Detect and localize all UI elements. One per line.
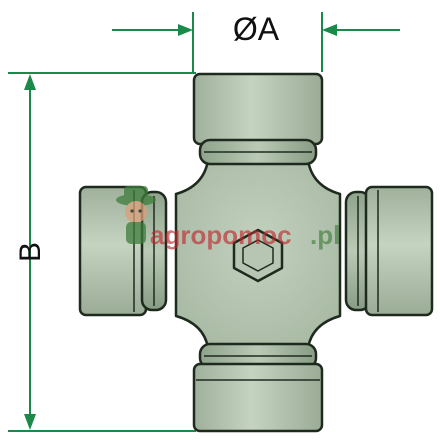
length-label: B (14, 242, 47, 262)
right-cap-shell (364, 185, 434, 317)
dim-a-right-arrowhead (322, 24, 337, 36)
bottom-bearing-cap (192, 342, 324, 433)
left-bearing-cap (78, 185, 168, 317)
bottom-cap-shell (192, 362, 324, 433)
farmer-mascot-icon (116, 186, 156, 244)
watermark-domain-text: .pl (310, 220, 340, 250)
dim-a-left-arrowhead (178, 24, 193, 36)
grease-nipple-inner (242, 239, 274, 272)
dim-b-top-arrowhead (24, 74, 36, 90)
diameter-label: ØA (233, 11, 280, 47)
right-bearing-cap (344, 185, 434, 317)
dim-b-bottom-arrowhead (24, 414, 36, 430)
universal-joint (78, 72, 434, 433)
top-cap-shell (192, 72, 324, 146)
watermark-logo: agropomoc .pl (116, 186, 340, 250)
dimension-b (8, 72, 196, 432)
dimension-a (112, 12, 400, 72)
watermark-brand-text: agropomoc (150, 220, 292, 250)
grease-nipple (232, 228, 284, 283)
top-bearing-cap (192, 72, 324, 166)
